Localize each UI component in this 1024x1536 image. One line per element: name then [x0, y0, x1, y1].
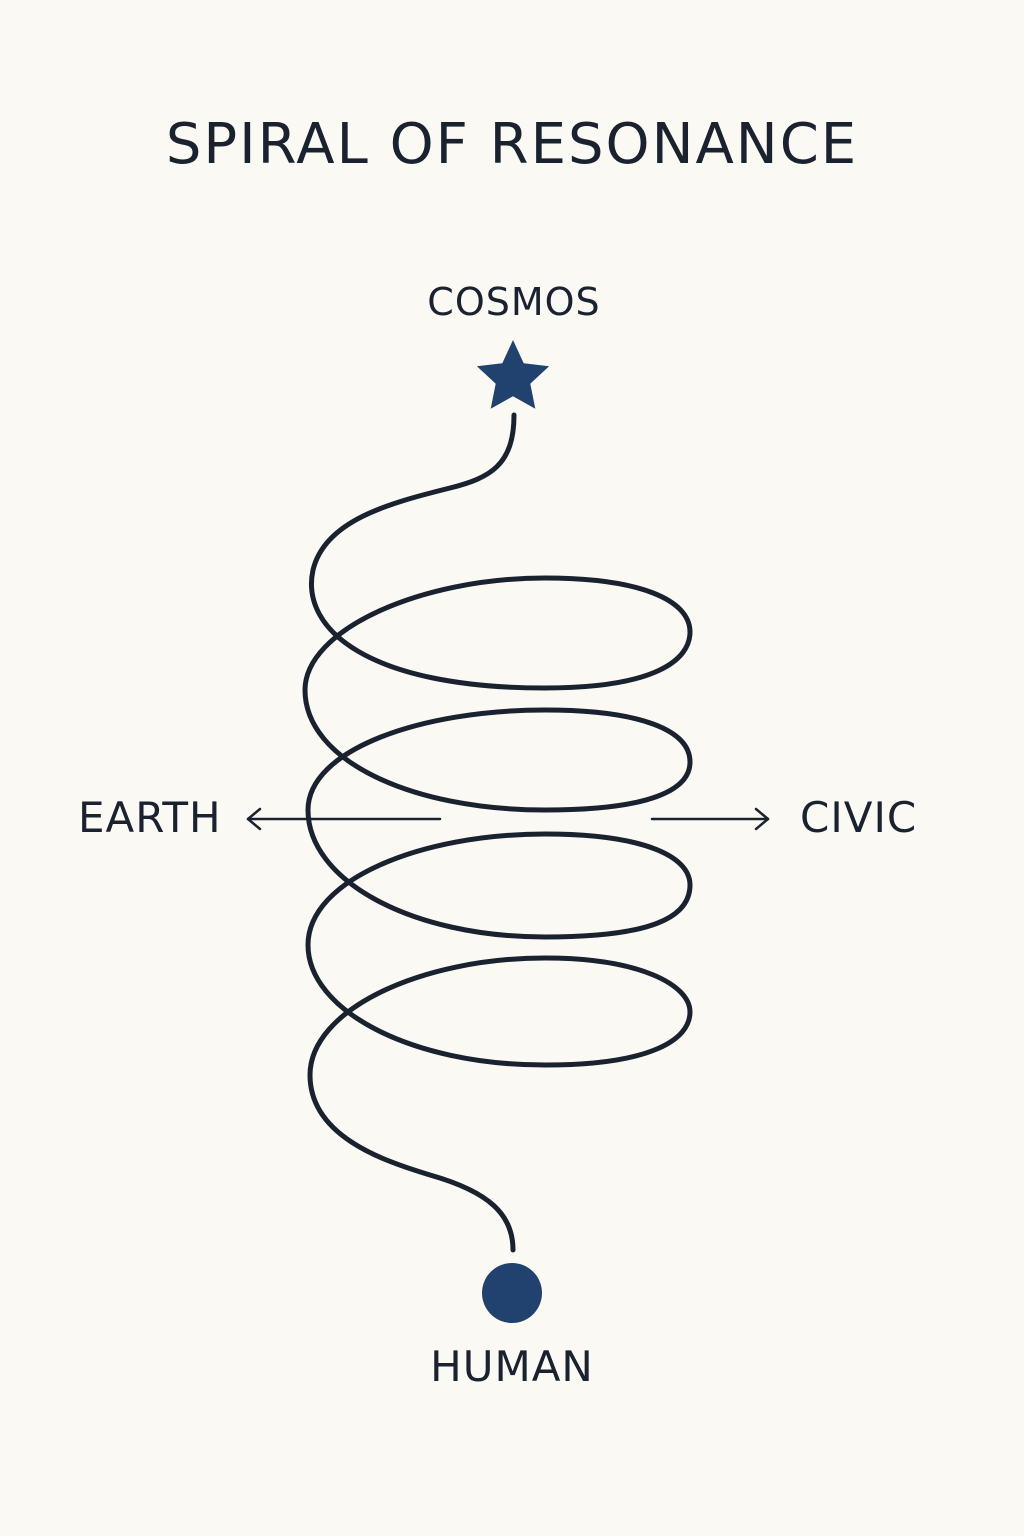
human-label: HUMAN	[430, 1342, 594, 1391]
circle-dot-icon	[482, 1263, 542, 1323]
civic-label: CIVIC	[800, 793, 918, 842]
earth-arrow	[246, 807, 442, 831]
cosmos-label: COSMOS	[427, 280, 601, 324]
spiral-line	[302, 412, 693, 1253]
page-title: SPIRAL OF RESONANCE	[165, 112, 859, 177]
star-icon	[476, 340, 550, 409]
earth-label: EARTH	[78, 793, 222, 842]
civic-arrow	[650, 807, 770, 831]
